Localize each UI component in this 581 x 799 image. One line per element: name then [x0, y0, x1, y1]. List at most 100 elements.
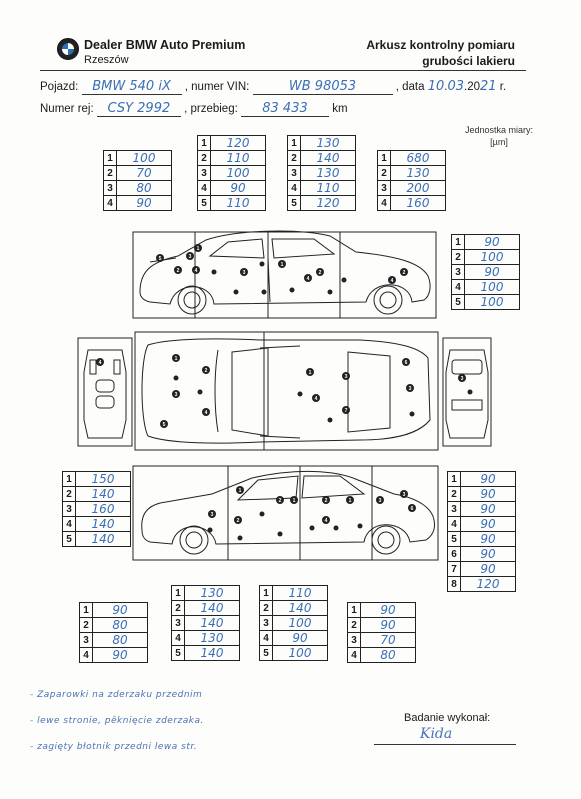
point-number: 4 [259, 630, 273, 646]
thickness-value[interactable]: 160 [75, 501, 131, 517]
thickness-value[interactable]: 120 [210, 135, 266, 151]
thickness-value[interactable]: 90 [464, 234, 520, 250]
thickness-value[interactable]: 160 [390, 195, 446, 211]
thickness-value[interactable]: 140 [184, 615, 240, 631]
thickness-value[interactable]: 110 [272, 585, 328, 601]
point-number: 8 [447, 576, 461, 592]
thickness-value[interactable]: 140 [272, 600, 328, 616]
point-number: 1 [451, 234, 465, 250]
vehicle-field[interactable]: BMW 540 iX [81, 79, 182, 95]
thickness-value[interactable]: 90 [460, 546, 516, 562]
thickness-value[interactable]: 90 [460, 471, 516, 487]
thickness-value[interactable]: 90 [460, 516, 516, 532]
thickness-value[interactable]: 130 [184, 585, 240, 601]
thickness-value[interactable]: 110 [300, 180, 356, 196]
header-divider [40, 70, 526, 71]
vin-field[interactable]: WB 98053 [252, 79, 393, 95]
date-century: .20 [464, 81, 481, 93]
point-number: 3 [103, 180, 117, 196]
thickness-value[interactable]: 100 [464, 279, 520, 295]
date-day[interactable]: 10 [427, 79, 445, 94]
thickness-value[interactable]: 90 [460, 486, 516, 502]
thickness-value[interactable]: 680 [390, 150, 446, 166]
thickness-value[interactable]: 90 [460, 561, 516, 577]
point-number: 2 [171, 600, 185, 616]
svg-text:6: 6 [411, 506, 414, 512]
note-line-2: - lewe stronie, pêknięcie zderzaka. [30, 716, 204, 726]
thickness-value[interactable]: 90 [464, 264, 520, 280]
thickness-value[interactable]: 130 [300, 135, 356, 151]
thickness-value[interactable]: 90 [92, 647, 148, 663]
thickness-value[interactable]: 70 [360, 632, 416, 648]
svg-text:3: 3 [211, 512, 214, 518]
thickness-value[interactable]: 80 [116, 180, 172, 196]
thickness-value[interactable]: 90 [360, 617, 416, 633]
registration-field[interactable]: CSY 2992 [96, 101, 181, 117]
thickness-value[interactable]: 90 [460, 531, 516, 547]
thickness-value[interactable]: 100 [464, 249, 520, 265]
point-number: 1 [447, 471, 461, 487]
date-label: , data [395, 81, 425, 93]
thickness-value[interactable]: 100 [464, 294, 520, 310]
thickness-value[interactable]: 100 [210, 165, 266, 181]
point-number: 2 [451, 249, 465, 265]
point-number: 2 [259, 600, 273, 616]
thickness-value[interactable]: 80 [360, 647, 416, 663]
thickness-value[interactable]: 90 [360, 602, 416, 618]
mileage-field[interactable]: 83 433 [241, 101, 329, 117]
thickness-value[interactable]: 140 [75, 486, 131, 502]
thickness-value[interactable]: 70 [116, 165, 172, 181]
thickness-value[interactable]: 100 [272, 645, 328, 661]
thickness-value[interactable]: 80 [92, 632, 148, 648]
thickness-value[interactable]: 150 [75, 471, 131, 487]
thickness-value[interactable]: 100 [116, 150, 172, 166]
thickness-value[interactable]: 90 [92, 602, 148, 618]
thickness-value[interactable]: 90 [210, 180, 266, 196]
point-number: 7 [447, 561, 461, 577]
thickness-value[interactable]: 120 [300, 195, 356, 211]
point-number: 1 [62, 471, 76, 487]
thickness-value[interactable]: 130 [390, 165, 446, 181]
thickness-value[interactable]: 140 [184, 645, 240, 661]
thickness-value[interactable]: 140 [75, 531, 131, 547]
point-number: 3 [451, 264, 465, 280]
thickness-value[interactable]: 90 [116, 195, 172, 211]
point-number: 5 [451, 294, 465, 310]
point-number: 5 [197, 195, 211, 211]
thickness-value[interactable]: 90 [272, 630, 328, 646]
thickness-value[interactable]: 120 [460, 576, 516, 592]
thickness-value[interactable]: 130 [300, 165, 356, 181]
svg-text:3: 3 [409, 386, 412, 392]
thickness-value[interactable]: 110 [210, 195, 266, 211]
thickness-value[interactable]: 140 [75, 516, 131, 532]
thickness-value[interactable]: 130 [184, 630, 240, 646]
thickness-value[interactable]: 100 [272, 615, 328, 631]
thickness-value[interactable]: 140 [300, 150, 356, 166]
thickness-value[interactable]: 90 [460, 501, 516, 517]
svg-text:4: 4 [205, 410, 208, 416]
svg-text:1: 1 [309, 370, 312, 376]
svg-text:3: 3 [403, 492, 406, 498]
date-month[interactable]: 03 [447, 79, 465, 94]
svg-text:3: 3 [189, 254, 192, 260]
point-number: 4 [197, 180, 211, 196]
point-number: 1 [287, 135, 301, 151]
thickness-value[interactable]: 110 [210, 150, 266, 166]
thickness-value[interactable]: 140 [184, 600, 240, 616]
thickness-value[interactable]: 200 [390, 180, 446, 196]
date-year[interactable]: 21 [480, 79, 497, 94]
thickness-value[interactable]: 80 [92, 617, 148, 633]
